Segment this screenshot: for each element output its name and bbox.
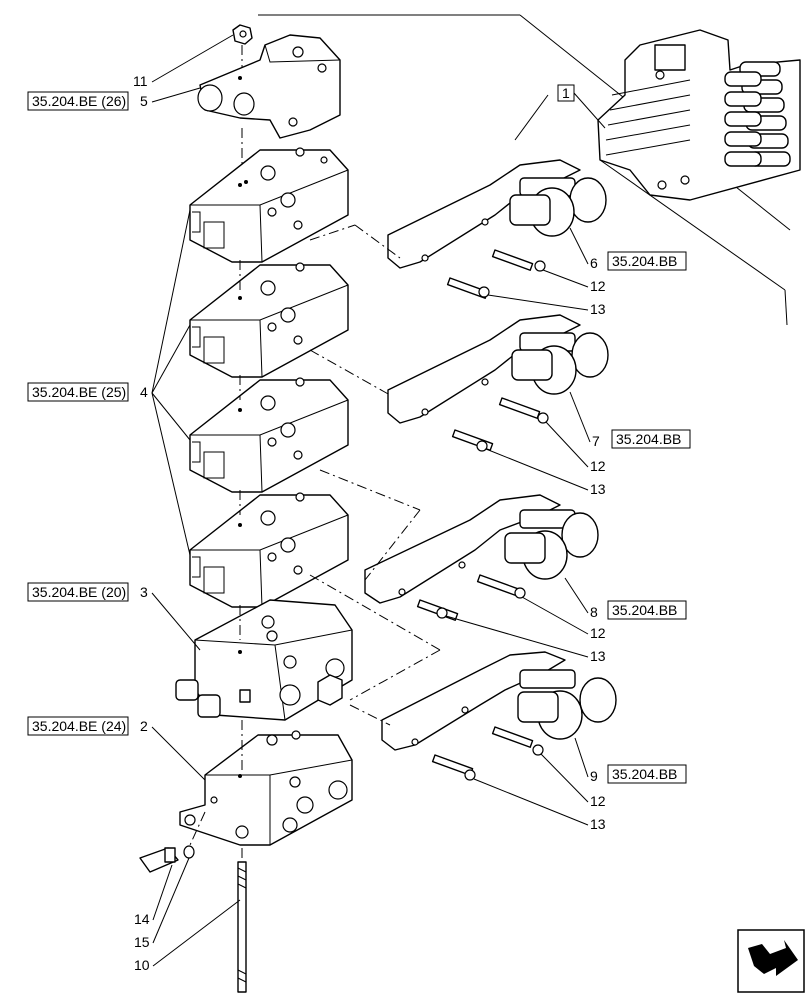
page-arrow-icon[interactable] <box>737 929 805 993</box>
callout-15: 15 <box>134 934 150 950</box>
callout-13b: 13 <box>590 481 606 497</box>
ref-box-bb-7[interactable] <box>611 429 691 449</box>
ref-25-text[interactable]: 35.204.BE (25) <box>32 384 126 400</box>
valve-section-4c <box>189 377 349 493</box>
callout-2: 2 <box>140 718 148 734</box>
callout-5: 5 <box>140 93 148 109</box>
ref-bb9-text[interactable]: 35.204.BB <box>612 766 677 782</box>
valve-section-4b <box>189 262 349 378</box>
coupler-assembly-8 <box>364 494 599 621</box>
ref-box-bb-9[interactable] <box>607 764 687 784</box>
ref-24-text[interactable]: 35.204.BE (24) <box>32 718 126 734</box>
ref-bb7-text[interactable]: 35.204.BB <box>616 431 681 447</box>
coupler-assembly-6 <box>387 159 607 299</box>
end-cover-part-5 <box>197 34 341 139</box>
callout-13c: 13 <box>590 648 606 664</box>
ref-box-20[interactable] <box>27 582 129 602</box>
callout-12a: 12 <box>590 278 606 294</box>
valve-assembly-thumbnail <box>258 14 801 326</box>
callout-11: 11 <box>133 73 148 89</box>
ref-box-26[interactable] <box>27 91 129 111</box>
ref-box-bb-8[interactable] <box>607 600 687 620</box>
callout-12d: 12 <box>590 793 606 809</box>
callout-10: 10 <box>134 957 150 973</box>
ref-box-24[interactable] <box>27 716 129 736</box>
callout-8: 8 <box>590 604 598 620</box>
ref-26-text[interactable]: 35.204.BE (26) <box>32 93 126 109</box>
callout-12c: 12 <box>590 625 606 641</box>
valve-section-4d <box>189 492 349 608</box>
callout-6: 6 <box>590 255 598 271</box>
callout-13a: 13 <box>590 301 606 317</box>
callout-14: 14 <box>134 911 150 927</box>
tie-rod-part-10 <box>237 861 247 993</box>
coupler-assembly-9 <box>381 651 617 781</box>
valve-section-4a <box>189 147 349 263</box>
ref-20-text[interactable]: 35.204.BE (20) <box>32 584 126 600</box>
ref-box-25[interactable] <box>27 382 129 402</box>
end-section-part-2 <box>179 730 353 846</box>
ref-bb8-text[interactable]: 35.204.BB <box>612 602 677 618</box>
callout-7: 7 <box>592 433 600 449</box>
o-ring-part-15 <box>183 845 195 859</box>
callout-12b: 12 <box>590 458 606 474</box>
inlet-section-part-3 <box>175 599 353 721</box>
callout-3: 3 <box>140 584 148 600</box>
ref-bb6-text[interactable]: 35.204.BB <box>612 253 677 269</box>
fitting-part-14 <box>139 847 179 873</box>
coupler-assembly-7 <box>387 314 609 452</box>
callout-4: 4 <box>140 384 148 400</box>
ref-box-bb-6[interactable] <box>607 251 687 271</box>
callout-13d: 13 <box>590 816 606 832</box>
nut-part-11 <box>232 24 253 45</box>
callout-9: 9 <box>590 768 598 784</box>
callout-1: 1 <box>562 85 570 101</box>
